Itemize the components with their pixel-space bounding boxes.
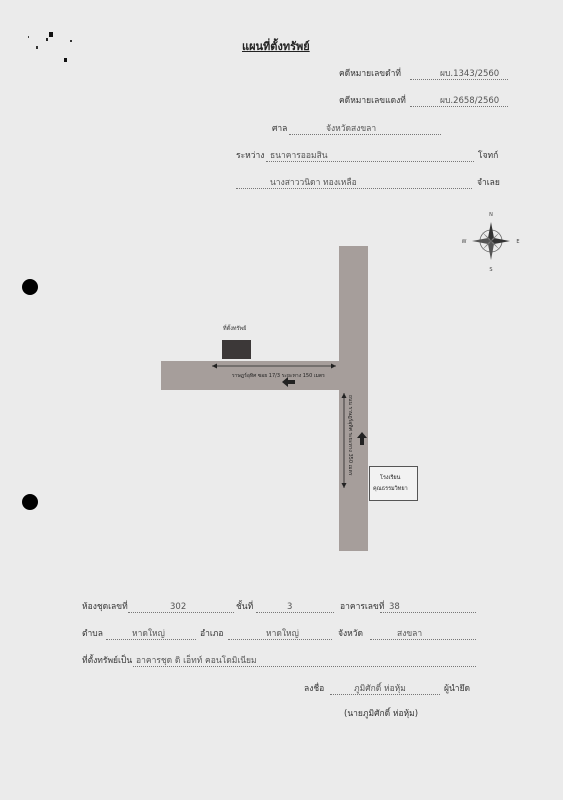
- building-value: 38: [389, 602, 400, 612]
- location-value: อาคารชุด ดิ เอ็ทท์ คอนโดมิเนียม: [136, 656, 257, 666]
- unit-line: [128, 612, 234, 613]
- unit-value: 302: [170, 602, 187, 612]
- defendant-role: จำเลย: [477, 178, 500, 188]
- landmark-line2: คุณธรรมวิทยา: [373, 486, 408, 492]
- page-title: แผนที่ตั้งทรัพย์: [242, 40, 310, 53]
- property-label: ที่ตั้งทรัพย์: [223, 326, 247, 332]
- black-case-label: คดีหมายเลขดำที่: [339, 69, 401, 79]
- black-case-value: ผบ.1343/2560: [440, 69, 500, 79]
- floor-line: [256, 612, 334, 613]
- province-label: จังหวัด: [338, 629, 364, 639]
- subdistrict-line: [106, 639, 196, 640]
- property-marker: [222, 340, 251, 359]
- building-label: อาคารเลขที่: [340, 602, 385, 612]
- defendant-line: [236, 188, 472, 189]
- landmark-line1: โรงเรียน: [380, 475, 401, 481]
- building-line: [380, 612, 476, 613]
- province-value: สงขลา: [397, 629, 423, 639]
- plaintiff-line: [266, 161, 474, 162]
- sign-label: ลงชื่อ: [304, 684, 325, 694]
- plaintiff-role: โจทก์: [478, 151, 499, 161]
- compass-rose-icon: N S W E: [462, 212, 520, 272]
- red-case-label: คดีหมายเลขแดงที่: [339, 96, 406, 106]
- signer-role: ผู้นำยึด: [444, 684, 471, 694]
- compass-n-label: N: [489, 212, 493, 218]
- sign-line: [330, 694, 440, 695]
- province-line: [370, 639, 476, 640]
- compass-s-label: S: [489, 267, 492, 272]
- court-line: [289, 134, 441, 135]
- defendant-value: นางสาววนิดา ทองเหลือ: [270, 178, 357, 188]
- black-case-line: [410, 79, 508, 80]
- horizontal-road-label: ราษฎร์อุทิศ ซอย 17/3 ระยะทาง 150 เมตร: [232, 373, 325, 379]
- signer-fullname: (นายภูมิศักดิ์ ห่อหุ้ม): [344, 709, 419, 719]
- between-label: ระหว่าง: [236, 151, 265, 161]
- district-value: หาดใหญ่: [266, 629, 299, 639]
- district-label: อำเภอ: [200, 629, 224, 639]
- floor-value: 3: [287, 602, 293, 612]
- scan-speckles: [28, 32, 72, 62]
- district-line: [228, 639, 332, 640]
- landmark-box: [369, 466, 418, 501]
- punch-hole-top: [22, 279, 38, 295]
- red-case-value: ผบ.2658/2560: [440, 96, 500, 106]
- court-label: ศาล: [272, 124, 288, 134]
- unit-label: ห้องชุดเลขที่: [82, 602, 128, 612]
- compass-e-label: E: [516, 239, 519, 245]
- court-value: จังหวัดสงขลา: [326, 124, 377, 134]
- subdistrict-label: ตำบล: [82, 629, 103, 639]
- red-case-line: [410, 106, 508, 107]
- location-label: ที่ตั้งทรัพย์เป็น: [82, 656, 133, 666]
- road-arrows: [212, 363, 367, 488]
- signer-value: ภูมิศักดิ์ ห่อหุ้ม: [354, 684, 406, 694]
- punch-hole-bottom: [22, 494, 38, 510]
- floor-label: ชั้นที่: [236, 602, 254, 612]
- location-line: [133, 666, 476, 667]
- plaintiff-value: ธนาคารออมสิน: [270, 151, 328, 161]
- vertical-road-label: ถนน ราษฎร์อุทิศ ระยะทาง 350 เมตร: [347, 395, 353, 476]
- compass-w-label: W: [462, 239, 467, 245]
- subdistrict-value: หาดใหญ่: [132, 629, 165, 639]
